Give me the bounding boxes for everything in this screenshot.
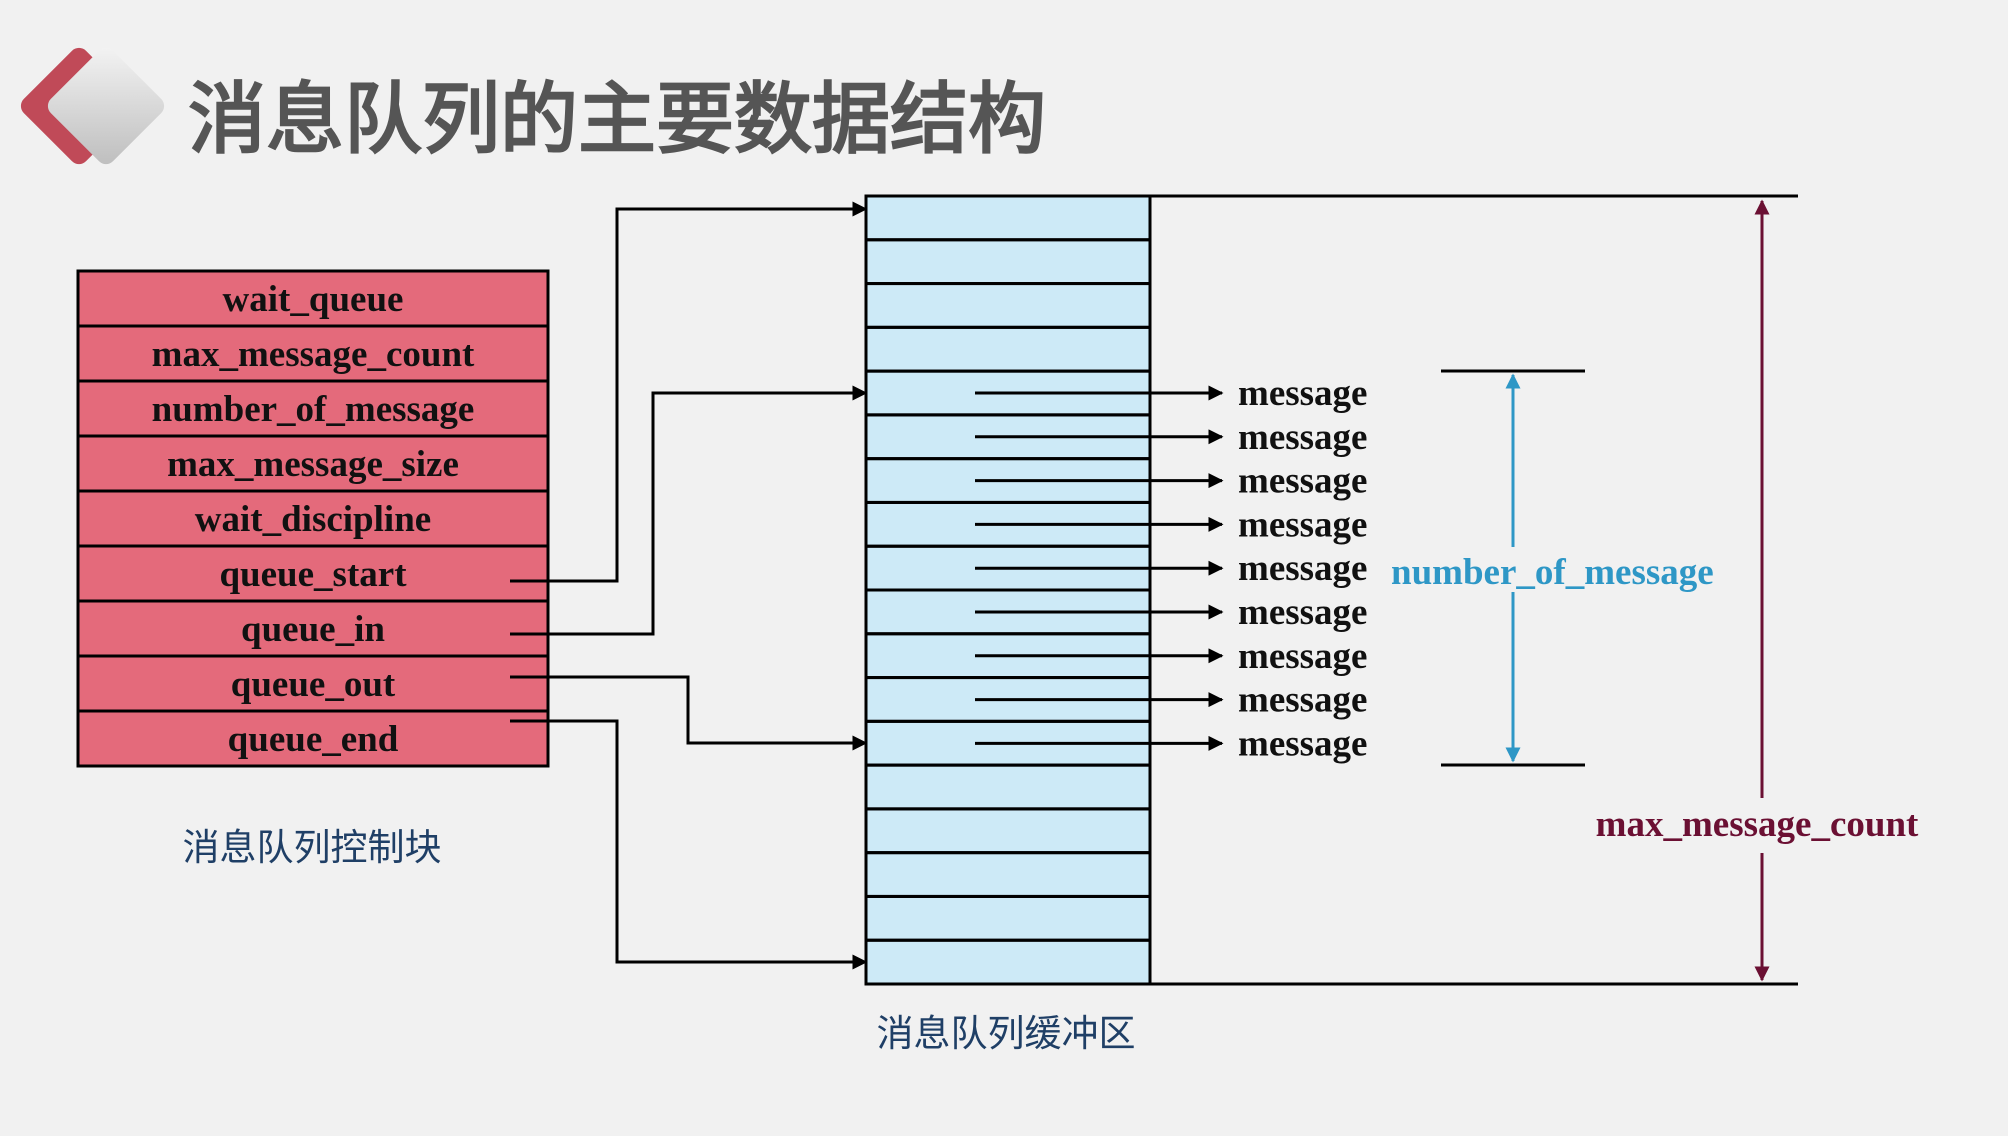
message-label: message xyxy=(1238,461,1367,502)
message-label: message xyxy=(1238,592,1367,633)
control-block-cell xyxy=(76,709,550,768)
message-label: message xyxy=(1238,548,1367,589)
control-block-cell xyxy=(76,544,550,603)
queue-end-pointer-arrow xyxy=(510,719,868,970)
message-label: message xyxy=(1238,417,1367,458)
control-block-row: wait_queue xyxy=(76,269,550,328)
control-block: wait_queue max_message_count number_of_mes… xyxy=(76,269,550,768)
number-of-message-label: number_of_message xyxy=(1391,552,1714,593)
control-block-row: queue_end xyxy=(76,709,550,768)
number-of-message-bracket xyxy=(1441,369,1585,767)
message-list: messagemessagemessagemessagemessagemessa… xyxy=(975,373,1367,764)
queue-buffer xyxy=(864,194,1152,986)
control-block-row: queue_in xyxy=(76,599,550,658)
control-block-field: queue_start xyxy=(219,554,407,595)
queue-in-pointer-arrow xyxy=(510,385,868,636)
control-block-row: max_message_size xyxy=(76,434,550,493)
control-block-field: number_of_message xyxy=(152,389,475,430)
page-title: 消息队列的主要数据结构 xyxy=(188,75,1046,165)
control-block-field: max_message_size xyxy=(167,444,459,485)
control-block-cell xyxy=(76,379,550,438)
control-block-field: wait_discipline xyxy=(195,499,431,540)
title-logo-icon xyxy=(20,47,165,165)
control-block-row: queue_start xyxy=(76,544,550,603)
control-block-row: number_of_message xyxy=(76,379,550,438)
max-message-count-label: max_message_count xyxy=(1596,804,1919,845)
message-label: message xyxy=(1238,504,1367,545)
control-block-field: queue_out xyxy=(231,664,396,705)
queue-out-pointer-arrow xyxy=(510,675,868,751)
max-message-count-bracket xyxy=(1150,194,1798,986)
control-block-cell xyxy=(76,269,550,328)
control-block-cell xyxy=(76,324,550,383)
control-block-caption: 消息队列控制块 xyxy=(183,826,442,869)
control-block-row: wait_discipline xyxy=(76,489,550,548)
control-block-cell xyxy=(76,434,550,493)
message-label: message xyxy=(1238,723,1367,764)
control-block-field: queue_in xyxy=(241,609,385,650)
queue-start-pointer-arrow xyxy=(510,201,868,583)
control-block-field: max_message_count xyxy=(152,334,475,375)
control-block-row: queue_out xyxy=(76,654,550,713)
buffer-caption: 消息队列缓冲区 xyxy=(877,1012,1136,1055)
message-label: message xyxy=(1238,636,1367,677)
control-block-field: queue_end xyxy=(228,719,399,760)
control-block-field: wait_queue xyxy=(223,279,404,320)
message-label: message xyxy=(1238,373,1367,414)
message-label: message xyxy=(1238,680,1367,721)
control-block-row: max_message_count xyxy=(76,324,550,383)
